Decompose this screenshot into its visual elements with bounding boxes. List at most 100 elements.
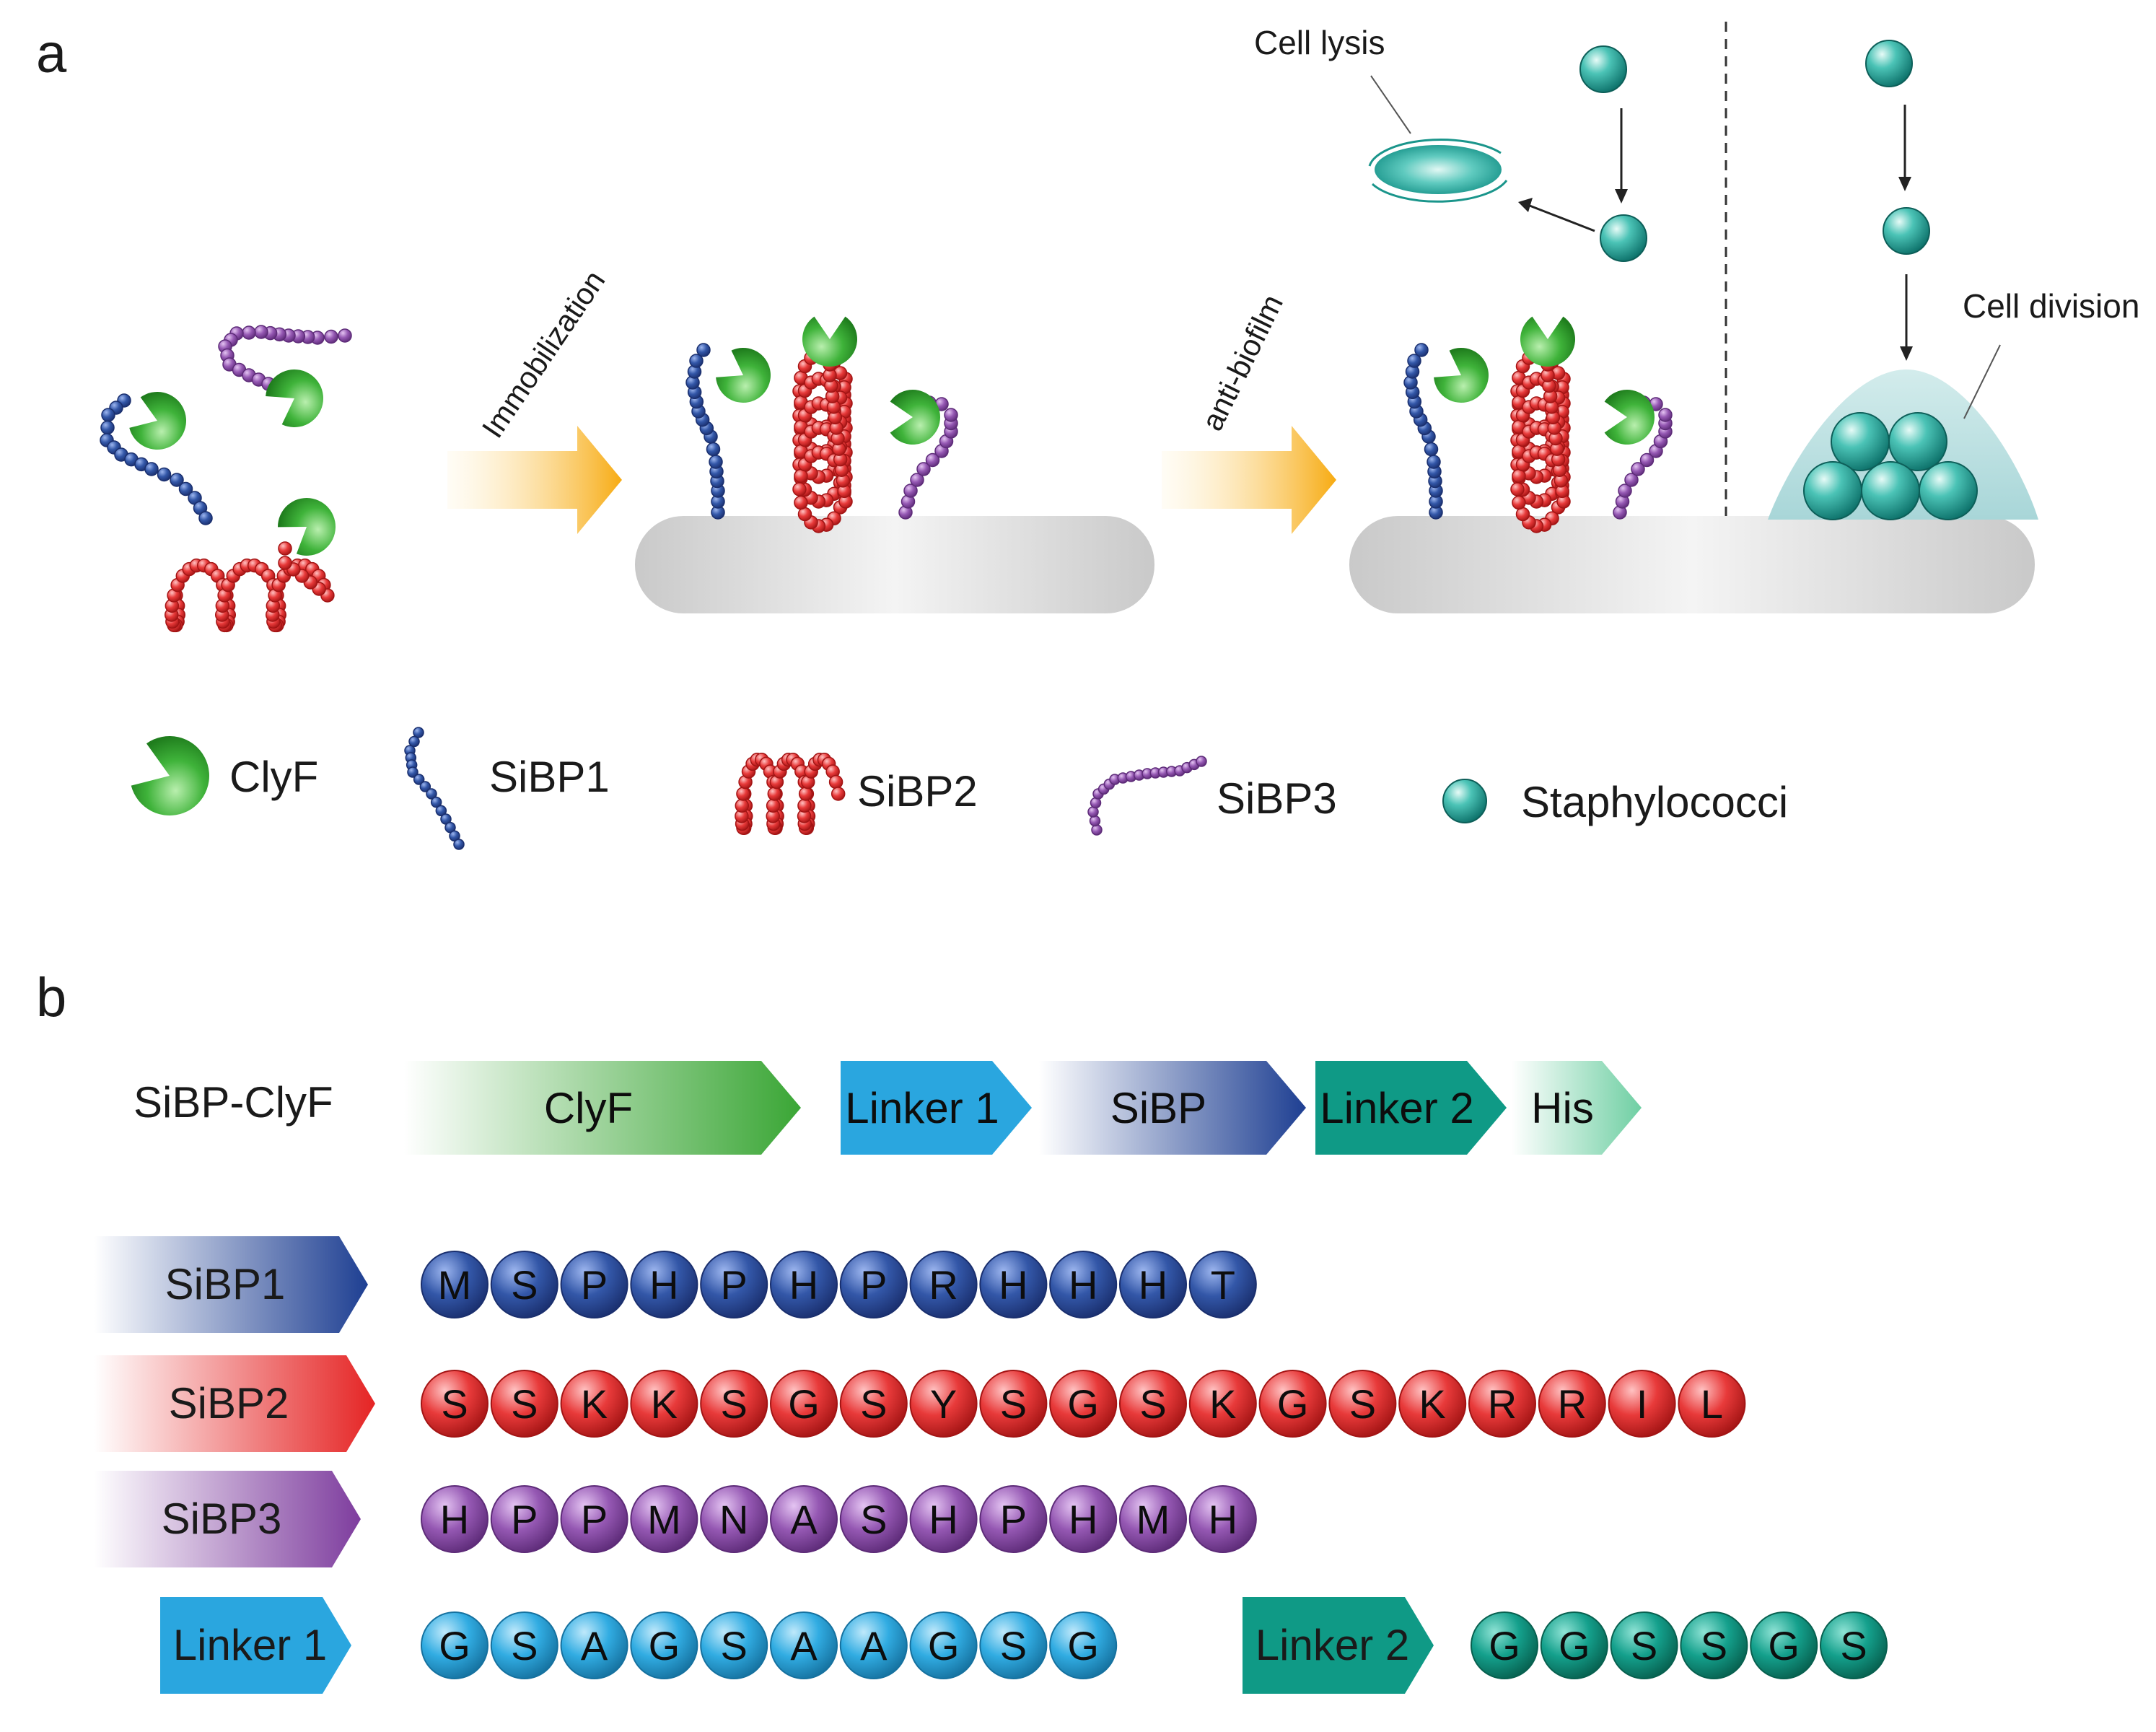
panel-b-letter: b [36,967,66,1028]
residue-letter: G [1559,1623,1590,1668]
residue-letter: A [860,1623,888,1668]
residue-bead [560,1370,628,1438]
residue-bead [839,1251,908,1318]
sequence-tag [1243,1597,1434,1694]
residue-bead [944,408,958,422]
residue-bead [1510,482,1525,497]
residue-bead [770,1251,838,1318]
anti-biofilm-arrow [1162,426,1336,534]
residue-letter: S [1631,1623,1657,1668]
sibp2-coil [1510,347,1571,533]
residue-bead [157,467,172,482]
clyf-pacman-icon [1520,316,1575,367]
residue-letter: M [647,1497,681,1542]
residue-bead [1196,756,1207,767]
residue-bead [453,839,465,850]
residue-bead [1639,452,1655,468]
free-fusion-proteins [100,325,352,633]
residue-bead [1414,343,1429,357]
residue-bead [979,1370,1048,1438]
construct-segment-label: His [1531,1084,1594,1132]
residue-bead [338,328,352,343]
residue-letter: M [438,1262,472,1308]
residue-bead [1089,815,1101,827]
residue-letter: H [1069,1497,1097,1542]
construct-segment-label: SiBP [1110,1084,1206,1132]
residue-bead [1188,1251,1257,1318]
legend-label: SiBP1 [489,753,610,801]
residue-bead [909,1485,978,1553]
staphylococcus-cell-icon [1883,207,1930,255]
clyf-pacman-icon [278,498,336,556]
residue-bead [421,1485,488,1553]
residue-letter: S [1000,1381,1027,1427]
residue-letter: A [790,1497,818,1542]
residue-bead [1680,1611,1748,1679]
residue-letter: K [651,1381,678,1427]
residue-bead [770,1611,838,1679]
residue-letter: H [1139,1262,1167,1308]
residue-bead [831,787,846,801]
clyf-pacman-icon [890,390,941,445]
residue-bead [1049,1611,1118,1679]
residue-bead [198,511,213,525]
residue-bead [839,1370,908,1438]
staphylococcus-cell-icon [1831,412,1890,471]
residue-letter: K [581,1381,608,1427]
residue-letter: S [441,1381,468,1427]
residue-bead [1512,495,1526,510]
residue-letter: S [721,1623,748,1668]
residue-bead [630,1251,698,1318]
residue-bead [1538,1370,1606,1438]
residue-letter: G [1768,1623,1800,1668]
residue-letter: P [581,1262,608,1308]
construct-segment [841,1061,1032,1155]
residue-letter: N [719,1497,748,1542]
residue-bead [1427,455,1441,469]
residue-bead [1608,1370,1676,1438]
residue-bead [419,781,431,792]
residue-bead [630,1485,698,1553]
residue-bead [324,329,338,344]
residue-bead [770,1370,838,1438]
residue-bead [1188,1370,1257,1438]
staphylococcus-cell-icon [1600,214,1647,262]
residue-bead [700,1611,768,1679]
clyf-pacman-icon [802,316,857,367]
residue-letter: L [1701,1381,1723,1427]
surface-1 [635,516,1154,613]
residue-bead [1610,1611,1678,1679]
legend-label: SiBP3 [1217,774,1337,823]
lysed-cell-icon [1375,145,1502,194]
residue-bead [766,798,781,813]
residue-bead [1471,1611,1538,1679]
residue-bead [1618,484,1632,498]
residue-letter: S [511,1262,538,1308]
residue-bead [100,420,115,435]
construct-segment-label: Linker 2 [1320,1084,1473,1132]
residue-bead [242,325,256,340]
panel-a-letter: a [36,23,67,84]
residue-letter: G [1067,1381,1099,1427]
residue-letter: R [1558,1381,1587,1427]
residue-letter: G [439,1623,470,1668]
residue-bead [1049,1370,1118,1438]
immobilized-proteins-1 [685,316,958,533]
residue-bead [700,1251,768,1318]
residue-bead [630,1370,698,1438]
residue-bead [700,1370,768,1438]
residue-bead [490,1370,558,1438]
residue-bead [770,1485,838,1553]
residue-letter: S [860,1497,887,1542]
residue-letter: P [721,1262,748,1308]
construct-segment [404,1061,801,1155]
residue-bead [560,1251,628,1318]
residue-bead [490,1611,558,1679]
staphylococcus-cell-icon [1803,461,1862,520]
construct-segment [1512,1061,1642,1155]
immobilized-proteins-2 [1403,316,1673,533]
